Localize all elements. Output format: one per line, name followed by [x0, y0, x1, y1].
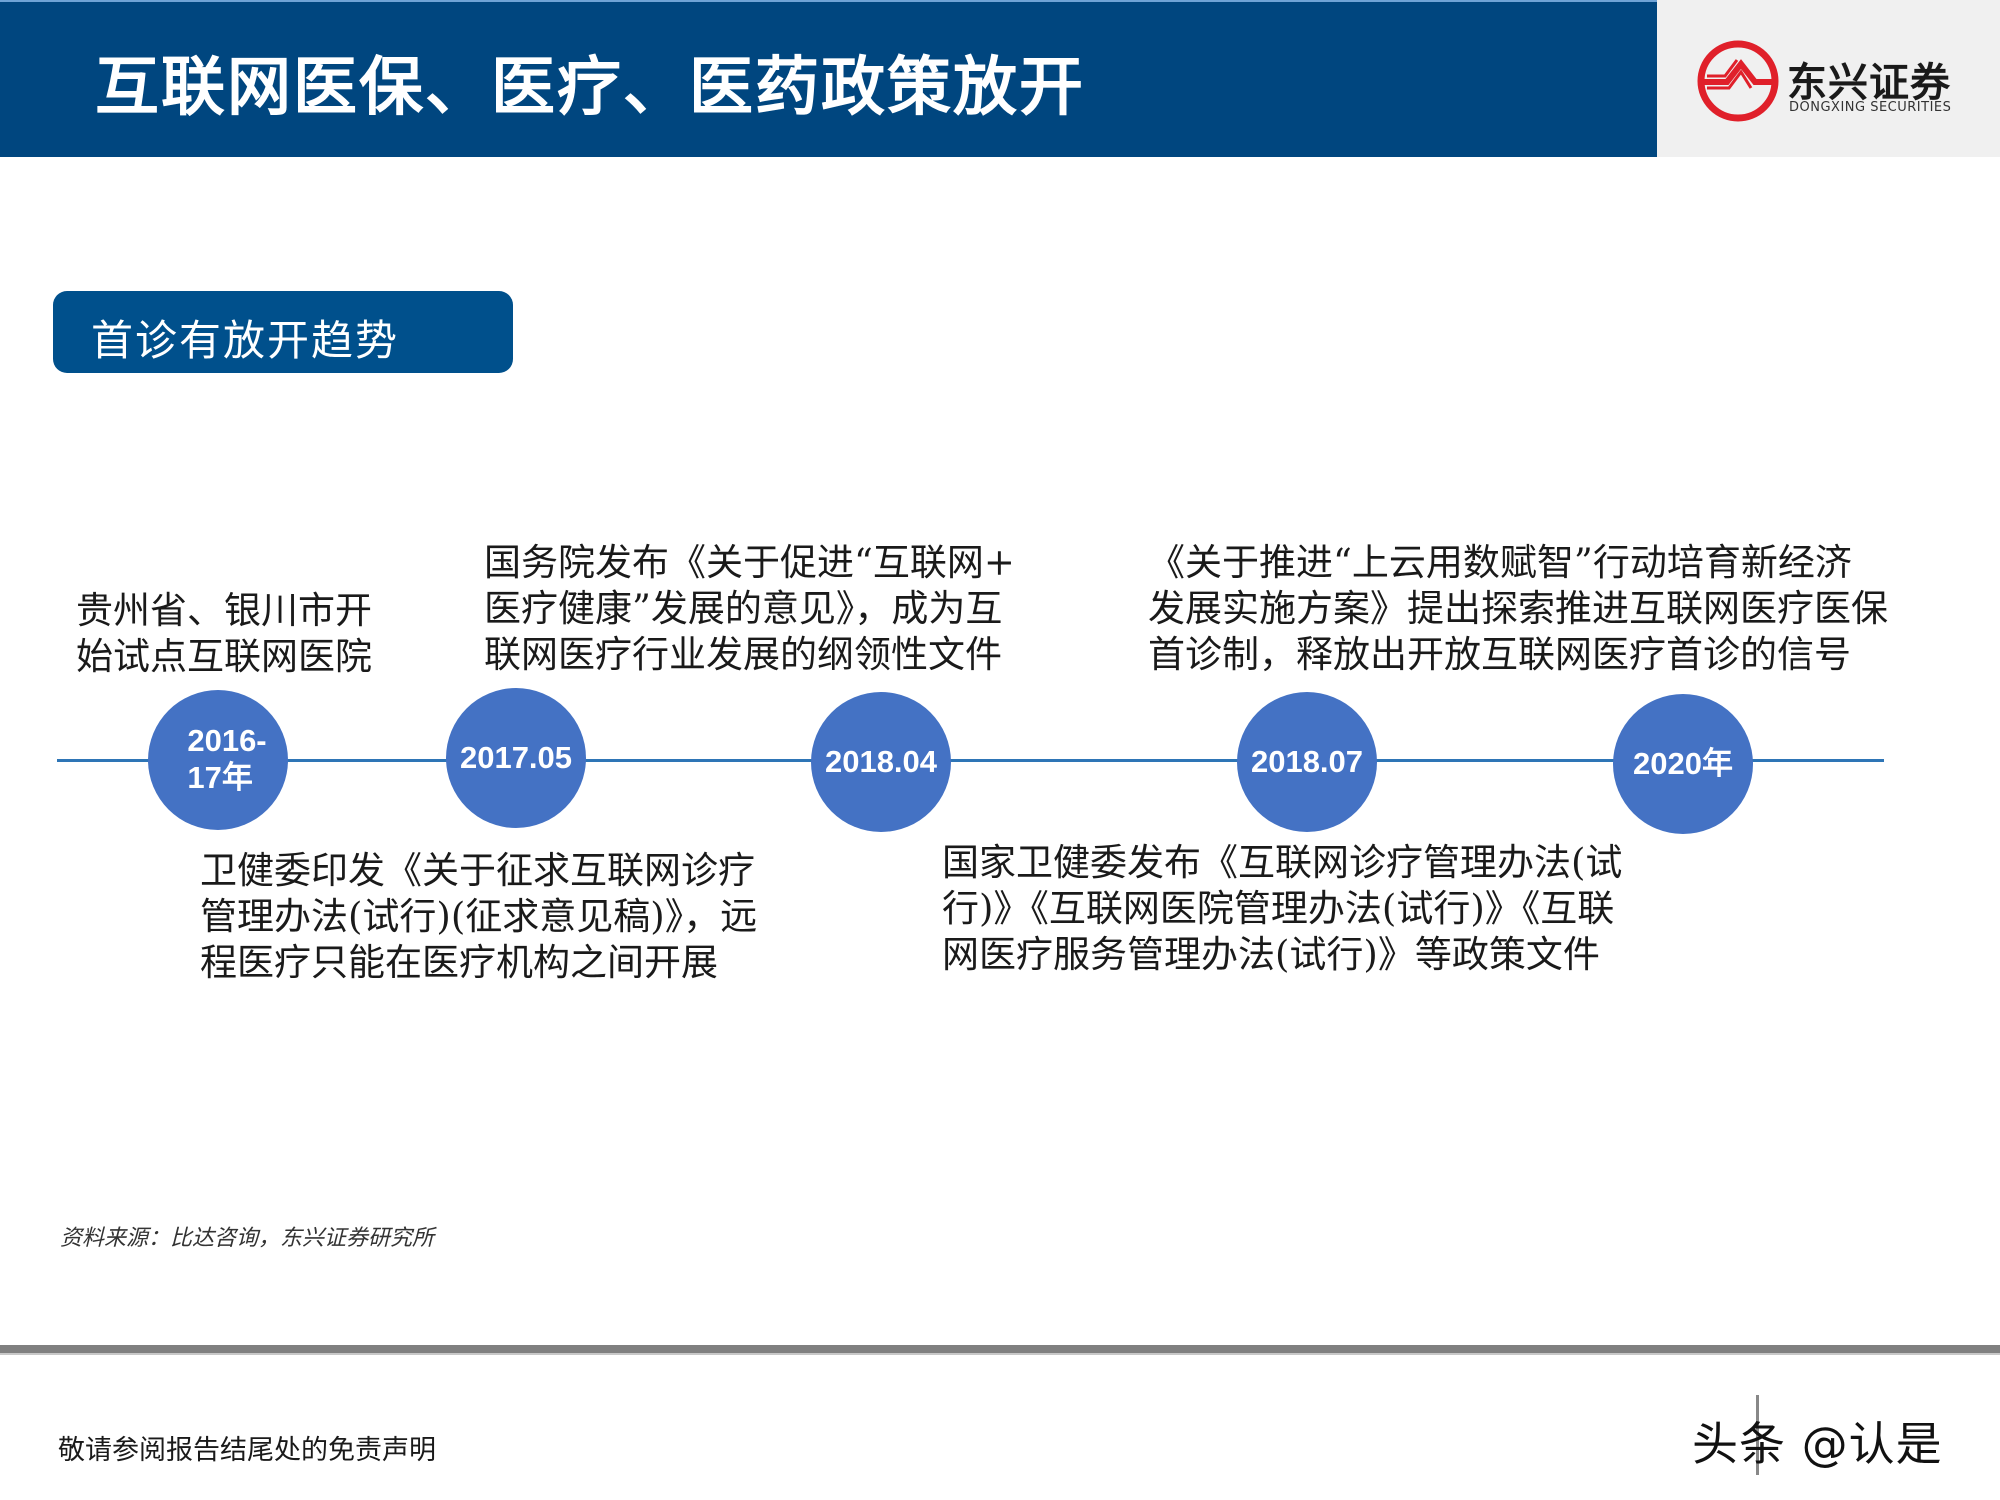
event-text-2016-17: 贵州省、银川市开 始试点互联网医院	[76, 589, 372, 678]
logo-name-en: DONGXING SECURITIES	[1789, 100, 1952, 115]
header-bar: 互联网医保、医疗、医药政策放开	[0, 0, 1657, 157]
footer-disclaimer: 敬请参阅报告结尾处的免责声明	[58, 1435, 436, 1466]
page-title: 互联网医保、医疗、医药政策放开	[95, 51, 1085, 125]
timeline-node-2017-05: 2017.05	[446, 688, 586, 828]
watermark-bar	[1756, 1395, 1759, 1475]
brand-logo-panel: 东兴证券 DONGXING SECURITIES	[1657, 0, 2000, 157]
timeline-node-label: 2016- 17年	[187, 723, 267, 795]
event-text-2017-05: 卫健委印发《关于征求互联网诊疗 管理办法(试行)(征求意见稿)》，远 程医疗只能…	[200, 849, 758, 984]
timeline-node-2018-04: 2018.04	[811, 692, 951, 832]
dongxing-logo-icon	[1697, 40, 1779, 122]
source-note: 资料来源：比达咨询，东兴证券研究所	[60, 1226, 435, 1251]
watermark: 头条 @认是	[1692, 1417, 1943, 1471]
timeline-node-2018-07: 2018.07	[1237, 692, 1377, 832]
timeline-node-label: 2018.04	[824, 743, 938, 779]
timeline-node-2016-17: 2016- 17年	[148, 690, 288, 830]
timeline-node-label: 2018.07	[1250, 743, 1364, 779]
section-heading: 首诊有放开趋势	[53, 291, 513, 373]
footer-divider	[0, 1345, 2000, 1353]
timeline-node-2020: 2020年	[1613, 694, 1753, 834]
timeline-axis	[57, 759, 1884, 762]
event-text-2018-07: 国家卫健委发布《互联网诊疗管理办法(试 行)》《互联网医院管理办法(试行)》《互…	[942, 841, 1623, 976]
section-heading-label: 首诊有放开趋势	[91, 316, 400, 365]
footer-divider-shadow	[0, 1353, 2000, 1355]
logo-name-cn: 东兴证券	[1787, 60, 1951, 106]
timeline-node-label: 2020年	[1633, 745, 1733, 781]
timeline-node-label: 2017.05	[459, 739, 573, 775]
event-text-2020: 《关于推进“上云用数赋智”行动培育新经济 发展实施方案》提出探索推进互联网医疗医…	[1148, 541, 1888, 676]
event-text-2018-04: 国务院发布《关于促进“互联网+ 医疗健康”发展的意见》，成为互 联网医疗行业发展…	[484, 541, 1015, 676]
